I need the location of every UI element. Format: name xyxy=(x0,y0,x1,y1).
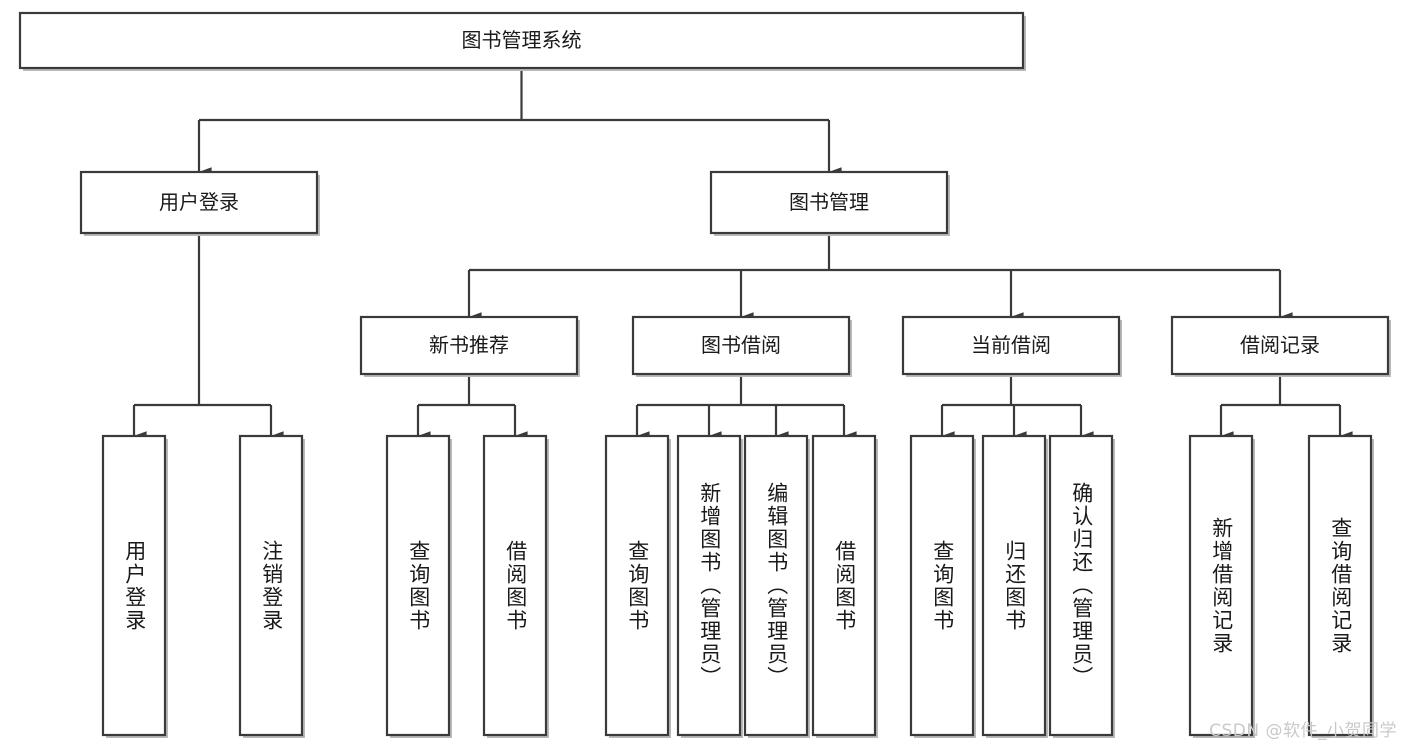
node-leaf-7-label-wrap: 借阅图书 xyxy=(813,436,875,735)
node-leaf-7-label: 借阅图书 xyxy=(832,539,857,632)
node-leaf-1-label-wrap: 注销登录 xyxy=(240,436,302,735)
node-level2-1-label: 图书管理 xyxy=(789,190,869,214)
node-leaf-11-label: 新增借阅记录 xyxy=(1209,516,1234,655)
node-leaf-12-label-wrap: 查询借阅记录 xyxy=(1309,436,1371,735)
node-leaf-2-label-wrap: 查询图书 xyxy=(387,436,449,735)
node-leaf-4-label: 查询图书 xyxy=(625,539,650,632)
node-leaf-9[interactable] xyxy=(981,434,1047,737)
csdn-watermark: CSDN @软件_小贺同学 xyxy=(1209,721,1397,741)
node-leaf-4-label-wrap: 查询图书 xyxy=(606,436,668,735)
node-leaf-11[interactable] xyxy=(1188,434,1254,737)
node-leaf-8-label-wrap: 查询图书 xyxy=(911,436,973,735)
node-leaf-2[interactable] xyxy=(385,434,451,737)
node-leaf-9-label-wrap: 归还图书 xyxy=(983,436,1045,735)
node-leaf-12-label: 查询借阅记录 xyxy=(1328,516,1353,655)
node-level3-0[interactable] xyxy=(359,315,579,376)
node-leaf-5-label-wrap: 新增图书（管理员） xyxy=(678,436,740,735)
node-leaf-8-label: 查询图书 xyxy=(930,539,955,632)
node-leaf-12[interactable] xyxy=(1307,434,1373,737)
node-level2-1[interactable] xyxy=(709,170,949,235)
connector-layer xyxy=(132,68,1353,441)
node-leaf-6-label-wrap: 编辑图书（管理员） xyxy=(745,436,807,735)
node-root[interactable] xyxy=(18,11,1025,70)
node-leaf-9-label: 归还图书 xyxy=(1002,539,1027,632)
node-leaf-8[interactable] xyxy=(909,434,975,737)
node-leaf-0-label: 用户登录 xyxy=(122,539,147,632)
node-leaf-1[interactable] xyxy=(238,434,304,737)
node-leaf-6-label: 编辑图书（管理员） xyxy=(764,482,789,689)
node-leaf-5[interactable] xyxy=(676,434,742,737)
node-level3-2-label: 当前借阅 xyxy=(971,333,1051,357)
node-level3-3-label: 借阅记录 xyxy=(1240,333,1320,357)
node-leaf-0-label-wrap: 用户登录 xyxy=(103,436,165,735)
node-leaf-10-label: 确认归还（管理员） xyxy=(1069,482,1094,689)
node-box-layer xyxy=(18,11,1391,738)
node-level3-1-label: 图书借阅 xyxy=(701,333,781,357)
node-leaf-2-label: 查询图书 xyxy=(406,539,431,632)
node-leaf-1-label: 注销登录 xyxy=(259,539,284,632)
node-leaf-11-label-wrap: 新增借阅记录 xyxy=(1190,436,1252,735)
node-level2-0-label: 用户登录 xyxy=(159,190,239,214)
node-leaf-10-label-wrap: 确认归还（管理员） xyxy=(1050,436,1112,735)
node-leaf-4[interactable] xyxy=(604,434,670,737)
node-level3-2[interactable] xyxy=(901,315,1121,376)
node-leaf-7[interactable] xyxy=(811,434,877,737)
node-leaf-6[interactable] xyxy=(743,434,809,737)
node-leaf-0[interactable] xyxy=(101,434,167,737)
node-leaf-10[interactable] xyxy=(1048,434,1114,737)
node-leaf-5-label: 新增图书（管理员） xyxy=(697,482,722,689)
node-level3-0-label: 新书推荐 xyxy=(429,333,509,357)
node-level2-0[interactable] xyxy=(79,170,319,235)
node-leaf-3-label: 借阅图书 xyxy=(503,539,528,632)
node-leaf-3[interactable] xyxy=(482,434,548,737)
node-level3-3[interactable] xyxy=(1170,315,1390,376)
node-level3-1[interactable] xyxy=(631,315,851,376)
node-leaf-3-label-wrap: 借阅图书 xyxy=(484,436,546,735)
node-root-label: 图书管理系统 xyxy=(462,28,582,52)
